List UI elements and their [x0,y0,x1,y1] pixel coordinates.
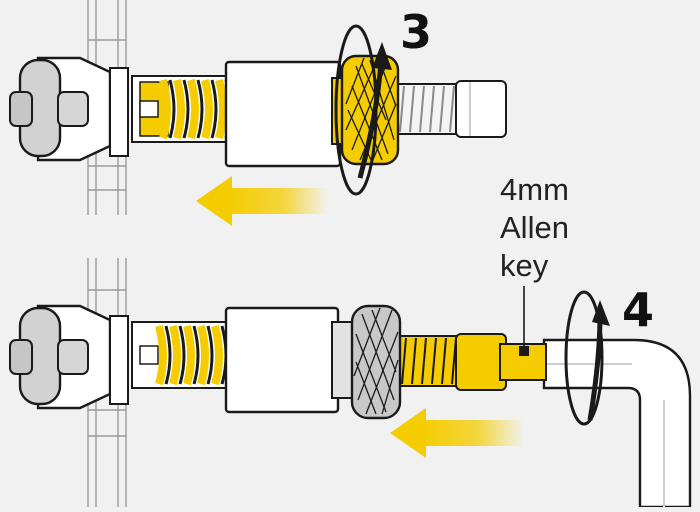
callout-line-3: key [500,248,549,283]
sleeve-body-lower [224,306,340,414]
panel-step-4: 4 [9,258,692,509]
thumbwheel-gray [331,304,402,420]
bolt-yellow [397,333,547,391]
end-cap-bracket [9,56,129,162]
direction-arrow-icon [196,176,328,226]
allen-key-callout: 4mm Allen key [500,172,569,283]
step-number-3: 3 [400,5,432,59]
panel-step-3: 3 [9,0,507,226]
barrel-thread-coils [159,78,232,140]
callout-line-2: Allen [500,210,569,245]
barrel-threaded-lower [131,321,243,389]
bolt-thread-end [395,80,507,138]
end-cap-bracket-lower [9,304,129,410]
allen-key [542,338,692,509]
sleeve-body [224,60,342,168]
barrel-thread-coils-lower [155,324,228,386]
callout-line-1: 4mm [500,172,569,207]
rotation-arrow-icon [334,24,392,196]
direction-arrow-icon-lower [390,408,524,458]
callout-leader [519,286,529,356]
rotation-arrow-icon-lower [564,290,610,426]
step-number-4: 4 [622,283,654,337]
